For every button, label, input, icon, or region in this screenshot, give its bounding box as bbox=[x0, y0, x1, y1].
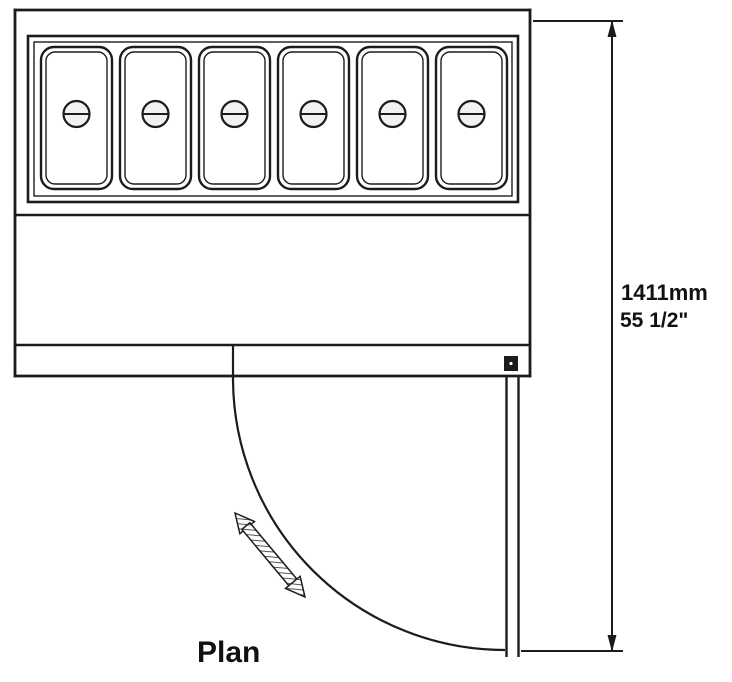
dimension: 1411mm 55 1/2" bbox=[521, 20, 708, 652]
dimension-arrow-up-icon bbox=[607, 20, 617, 37]
hinge-marker bbox=[504, 356, 518, 371]
pan-lid-inner-outline bbox=[124, 51, 187, 185]
pan-lid-inner-outline bbox=[440, 51, 503, 185]
pan-lid-inner-outline bbox=[45, 51, 108, 185]
swing-direction-arrow-icon bbox=[233, 511, 307, 599]
dimension-arrow-down-icon bbox=[607, 635, 617, 652]
pan-tray-inner-border bbox=[33, 41, 513, 197]
dimension-label-metric: 1411mm bbox=[621, 280, 708, 305]
pan-tray bbox=[26, 34, 520, 204]
pan-lid-outline bbox=[197, 45, 272, 191]
pan-lid-outline bbox=[355, 45, 430, 191]
dimension-label-imperial: 55 1/2" bbox=[620, 309, 688, 332]
food-pan bbox=[434, 45, 509, 191]
pan-lid-outline bbox=[39, 45, 114, 191]
food-pan bbox=[197, 45, 272, 191]
pan-lid-outline bbox=[118, 45, 193, 191]
food-pan bbox=[118, 45, 193, 191]
pan-lid-outline bbox=[276, 45, 351, 191]
plan-label: Plan bbox=[197, 636, 260, 669]
pan-lid-inner-outline bbox=[203, 51, 266, 185]
door-swing-arc bbox=[231, 377, 506, 652]
unit-outline bbox=[13, 8, 532, 378]
food-pan bbox=[276, 45, 351, 191]
pan-array bbox=[39, 45, 509, 191]
pan-lid-inner-outline bbox=[361, 51, 424, 185]
pan-lid-inner-outline bbox=[282, 51, 345, 185]
pan-lid-outline bbox=[434, 45, 509, 191]
pan-tray-outer-border bbox=[26, 34, 520, 204]
food-pan bbox=[355, 45, 430, 191]
door-panel bbox=[505, 376, 520, 657]
food-pan bbox=[39, 45, 114, 191]
